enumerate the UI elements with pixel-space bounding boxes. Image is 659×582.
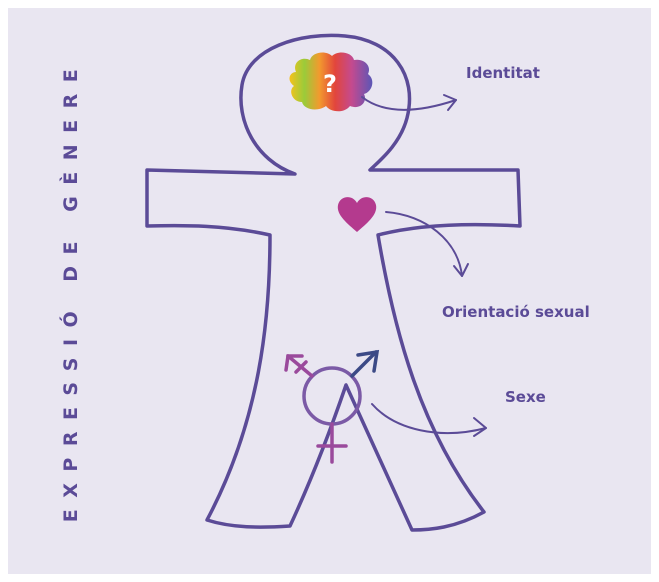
label-identity: Identitat [466,64,540,82]
transgender-symbol-icon [286,352,377,462]
heart-icon [338,197,376,232]
rainbow-brain-icon: ? [290,53,373,112]
label-orientation: Orientació sexual [442,303,590,321]
question-mark: ? [323,70,337,98]
label-sex: Sexe [505,388,546,406]
arrow-orientation [386,212,462,276]
arrow-sex-head [474,418,486,436]
